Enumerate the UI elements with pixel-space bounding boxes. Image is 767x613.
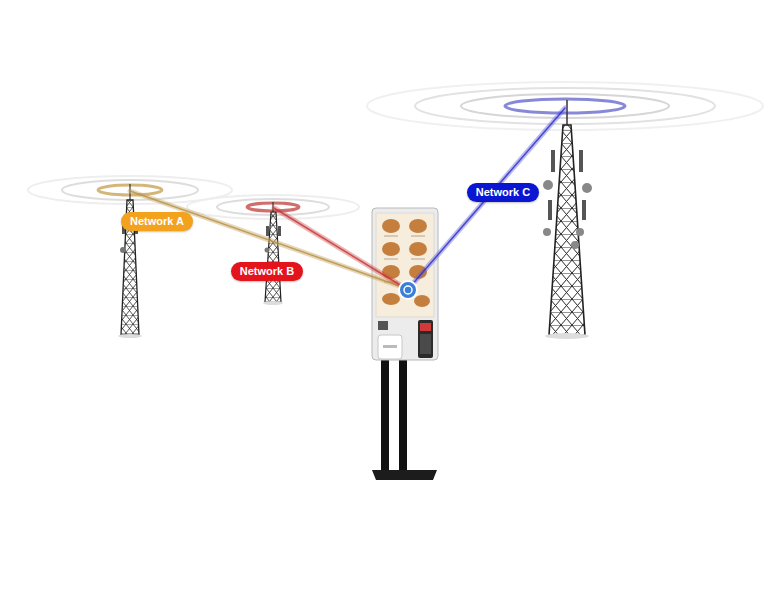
cell-tower-part bbox=[548, 200, 552, 220]
cell-tower bbox=[120, 184, 139, 335]
cell-tower-part bbox=[571, 241, 579, 249]
cell-tower-part bbox=[543, 228, 551, 236]
kiosk-part bbox=[399, 358, 407, 471]
kiosk-part-part bbox=[411, 236, 425, 237]
cell-tower-part bbox=[543, 180, 553, 190]
network-name: Network A bbox=[130, 215, 184, 227]
cell-tower-part bbox=[579, 150, 583, 172]
cell-tower bbox=[265, 202, 282, 302]
signal-beams-part bbox=[130, 191, 405, 288]
network-name: Network C bbox=[476, 186, 530, 198]
kiosk-part-part bbox=[382, 242, 400, 256]
kiosk-logo-part bbox=[399, 281, 417, 299]
kiosk-part-part bbox=[384, 236, 398, 237]
cell-tower-part bbox=[266, 226, 269, 236]
cell-tower-part bbox=[576, 228, 584, 236]
kiosk-part bbox=[420, 323, 431, 331]
kiosk-part bbox=[382, 219, 430, 307]
network-label: Network B bbox=[231, 262, 303, 281]
kiosk-part-part bbox=[384, 259, 398, 260]
kiosk-part bbox=[420, 334, 431, 354]
cell-tower-part bbox=[120, 247, 126, 253]
cell-tower-part bbox=[549, 125, 585, 335]
cell-tower-part bbox=[265, 212, 281, 302]
network-label: Network A bbox=[121, 212, 193, 231]
kiosk-logo-part bbox=[404, 286, 412, 294]
tower-shadow bbox=[263, 301, 283, 305]
kiosk-part-part bbox=[382, 293, 400, 305]
cell-tower bbox=[543, 100, 592, 339]
kiosk-part bbox=[372, 208, 438, 360]
kiosk-part-part bbox=[411, 259, 425, 260]
cell-tower-part bbox=[566, 100, 568, 125]
kiosk bbox=[372, 208, 438, 480]
kiosk-part-part bbox=[409, 242, 427, 256]
kiosk-part bbox=[378, 321, 388, 330]
signal-beams-part bbox=[410, 108, 565, 287]
cell-tower-part bbox=[545, 333, 589, 339]
tower-shadow bbox=[118, 334, 142, 338]
kiosk-logo bbox=[399, 281, 417, 299]
kiosk-part bbox=[372, 470, 437, 480]
kiosk-part bbox=[418, 320, 433, 358]
kiosk-part-part bbox=[409, 219, 427, 233]
kiosk-part-part bbox=[414, 295, 430, 307]
cell-tower-part bbox=[551, 150, 555, 172]
network-label: Network C bbox=[467, 183, 539, 202]
kiosk-part bbox=[376, 213, 434, 317]
signal-beams-part bbox=[130, 191, 405, 288]
kiosk-part bbox=[383, 345, 397, 348]
signal-beams bbox=[130, 108, 565, 288]
cell-tower-part bbox=[278, 226, 281, 236]
kiosk-part bbox=[381, 358, 389, 471]
kiosk-part bbox=[378, 335, 402, 359]
kiosk-part-part bbox=[382, 219, 400, 233]
cell-tower-part bbox=[582, 183, 592, 193]
cell-tower-part bbox=[265, 248, 270, 253]
cell-tower-part bbox=[582, 200, 586, 220]
network-name: Network B bbox=[240, 265, 294, 277]
signal-beams-part bbox=[410, 108, 565, 287]
